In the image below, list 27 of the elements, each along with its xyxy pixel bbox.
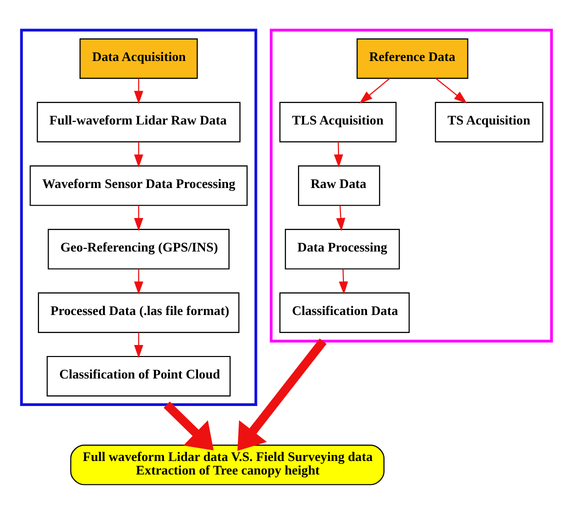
arrow — [134, 78, 144, 104]
arrow — [359, 78, 390, 104]
node-box: Processed Data (.las file format) — [38, 292, 240, 333]
arrow — [134, 142, 144, 168]
arrow — [134, 205, 144, 232]
arrow — [334, 142, 344, 168]
arrow — [336, 205, 346, 232]
node-box: Geo-Referencing (GPS/INS) — [48, 228, 230, 270]
node-box: Data Processing — [284, 228, 400, 270]
arrow — [338, 268, 348, 295]
cluster — [20, 28, 258, 406]
arrow — [237, 338, 327, 451]
cluster — [270, 28, 553, 343]
node-box: Full-waveform Lidar Raw Data — [36, 102, 240, 142]
node-box: Reference Data — [356, 38, 468, 79]
node-box: TLS Acquisition — [279, 102, 397, 142]
node-box: Classification Data — [279, 292, 410, 333]
arrow — [134, 269, 144, 295]
arrow — [134, 332, 144, 358]
arrow — [436, 78, 468, 104]
node-box: TS Acquisition — [434, 102, 544, 142]
node-box: Full waveform Lidar data V.S. Field Surveying data Extraction of Tree canopy height — [70, 444, 385, 486]
arrow — [164, 402, 214, 450]
node-box: Raw Data — [298, 165, 380, 206]
node-box: Classification of Point Cloud — [46, 356, 231, 396]
node-box: Waveform Sensor Data Processing — [30, 165, 248, 206]
node-box: Data Acquisition — [80, 38, 198, 79]
